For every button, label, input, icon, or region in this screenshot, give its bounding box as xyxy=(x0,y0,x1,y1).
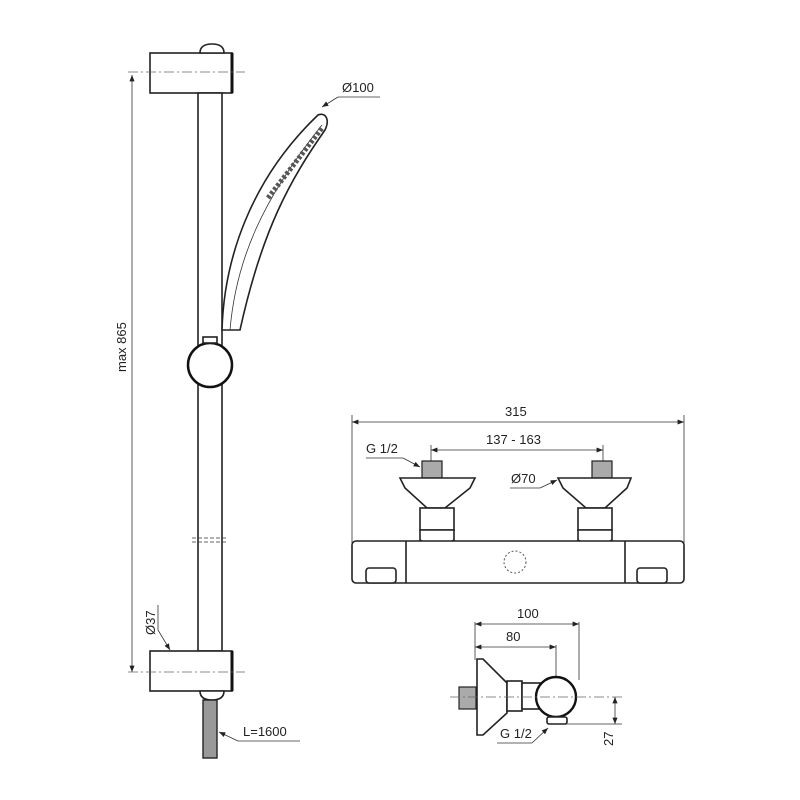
slider-knob xyxy=(186,341,234,389)
inlet-thread-label: G 1/2 xyxy=(366,441,398,456)
rail-lower xyxy=(197,383,223,652)
mixer-body xyxy=(351,540,685,584)
mixer-side-view: 100 80 27 G 1/2 xyxy=(450,606,625,746)
rail-height-label: max 865 xyxy=(114,322,129,372)
centres-label: 137 - 163 xyxy=(486,432,541,447)
top-wall-bracket xyxy=(149,52,233,94)
bottom-wall-bracket xyxy=(149,650,233,692)
mixer-front-view: 315 137 - 163 G 1/2 Ø70 xyxy=(351,404,685,584)
left-escutcheon xyxy=(398,477,477,509)
top-bracket-cap xyxy=(199,43,225,54)
outlet-offset-label: 27 xyxy=(601,732,616,746)
hose-length-label: L=1600 xyxy=(243,724,287,739)
right-handle xyxy=(636,567,668,584)
side-depth-label: 100 xyxy=(517,606,539,621)
shower-rail-view: Ø100 max 865 Ø37 L=1600 xyxy=(114,43,380,759)
rail-upper xyxy=(197,92,223,347)
outlet-thread-label: G 1/2 xyxy=(500,726,532,741)
escutcheon-diameter-label: Ø70 xyxy=(511,471,536,486)
shower-hose xyxy=(202,699,218,759)
outlet-depth-label: 80 xyxy=(506,629,520,644)
right-escutcheon xyxy=(556,477,633,509)
handshower-diameter-label: Ø100 xyxy=(342,80,374,95)
rail-diameter-label: Ø37 xyxy=(143,610,158,635)
mixer-width-label: 315 xyxy=(505,404,527,419)
left-handle xyxy=(365,567,397,584)
handshower xyxy=(221,113,328,331)
